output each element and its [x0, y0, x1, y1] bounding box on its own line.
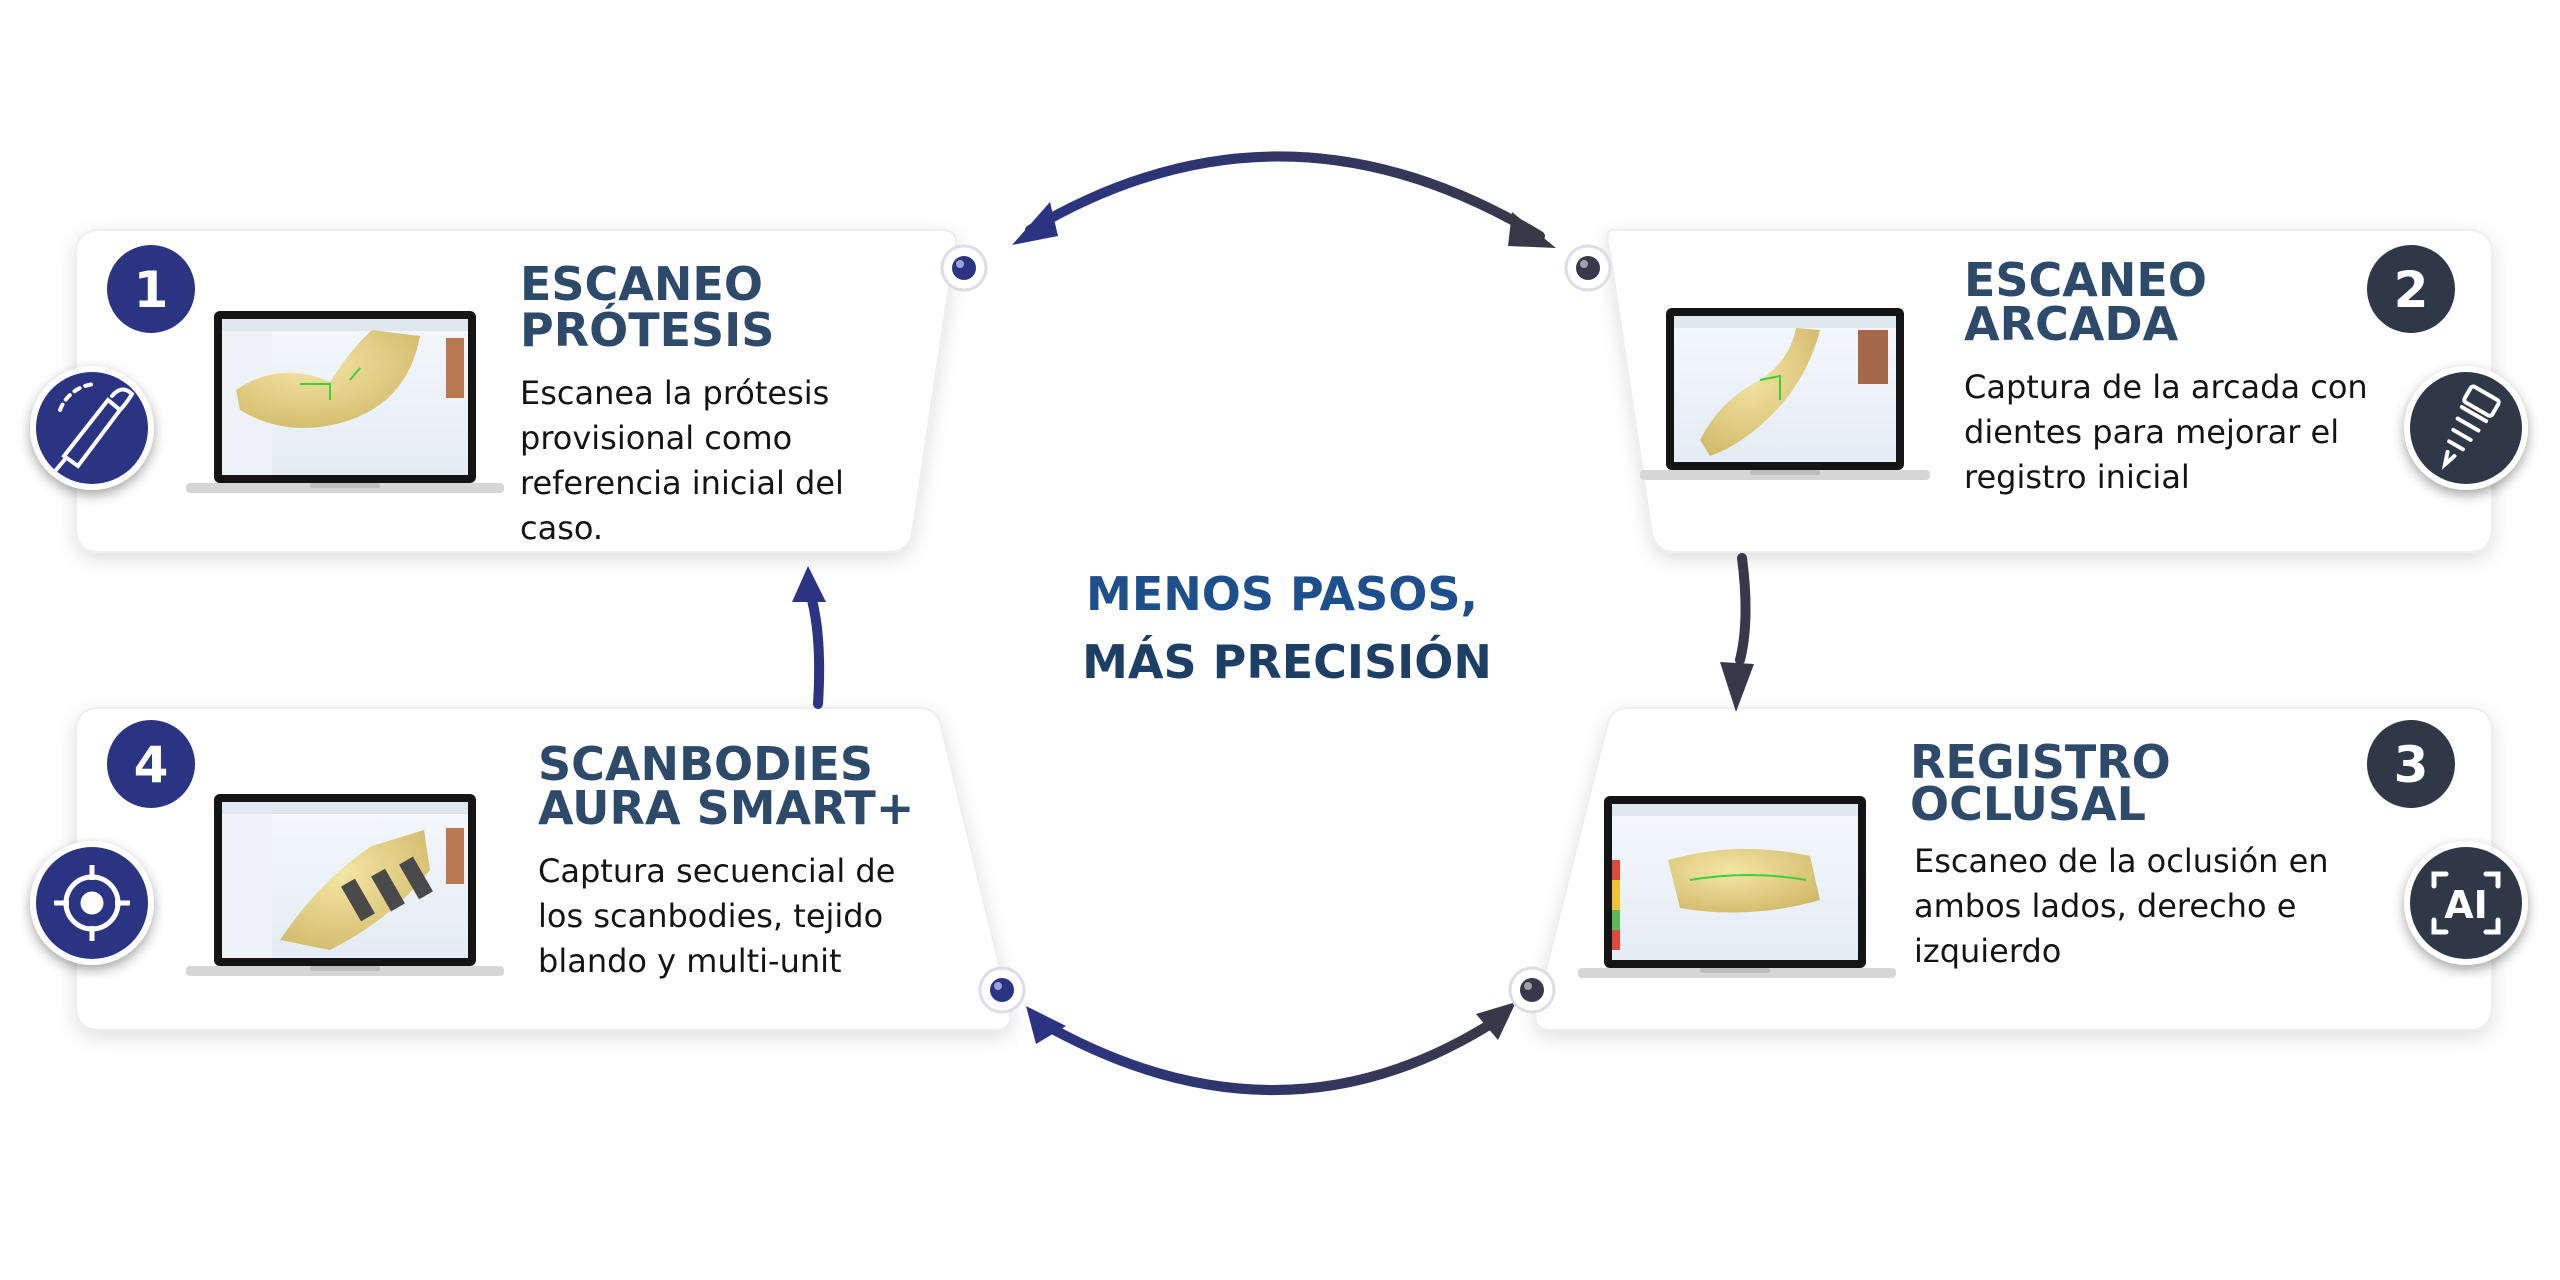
step-number-1: 1 — [134, 261, 169, 319]
step-1-desc-line-3: referencia inicial del — [520, 464, 844, 502]
step-1-title-line-2: PRÓTESIS — [520, 303, 774, 357]
step-2-desc-line-2: dientes para mejorar el — [1964, 413, 2339, 451]
step-number-3: 3 — [2394, 736, 2429, 794]
target-icon — [30, 841, 154, 965]
step-2-title-line-2: ARCADA — [1964, 297, 2179, 351]
arrow-top-arc — [1012, 151, 1556, 248]
laptop-scan-3 — [1578, 796, 1896, 978]
svg-text:AI: AI — [2444, 883, 2488, 927]
connector-dot-1 — [940, 244, 988, 292]
step-2-title-line-1: ESCANEO — [1964, 253, 2207, 307]
step-number-badge-1: 1 — [107, 245, 195, 333]
step-2-desc-line-1: Captura de la arcada con — [1964, 368, 2368, 406]
step-4-text: SCANBODIES AURA SMART+ Captura secuencia… — [538, 737, 914, 980]
step-4-title-line-1: SCANBODIES — [538, 737, 873, 791]
connector-dot-4 — [978, 966, 1026, 1014]
implant-icon — [2404, 366, 2528, 490]
badge-circle-1 — [107, 245, 195, 333]
laptop-scan-1 — [186, 311, 504, 493]
step-4-desc-line-1: Captura secuencial de — [538, 852, 895, 890]
arrow-right-down — [1720, 553, 1754, 712]
step-number-2: 2 — [2394, 261, 2429, 319]
step-number-badge-4: 4 — [107, 720, 195, 808]
arrow-left-up — [792, 566, 826, 709]
step-number-4: 4 — [134, 736, 169, 794]
step-1-desc-line-1: Escanea la prótesis — [520, 374, 829, 412]
step-1-text: ESCANEO PRÓTESIS Escanea la prótesis pro… — [520, 257, 844, 547]
step-1-desc-line-4: caso. — [520, 509, 603, 547]
step-4-desc-line-2: los scanbodies, tejido — [538, 897, 883, 935]
step-3-title-line-1: REGISTRO — [1910, 735, 2171, 789]
arrow-bottom-arc — [1026, 1002, 1516, 1095]
step-2-desc-line-3: registro inicial — [1964, 458, 2190, 496]
step-number-badge-3: 3 — [2367, 720, 2455, 808]
center-line-2: MÁS PRECISIÓN — [1082, 635, 1492, 689]
ai-icon: AI — [2404, 841, 2528, 965]
step-number-badge-2: 2 — [2367, 245, 2455, 333]
step-4-title-line-2: AURA SMART+ — [538, 781, 914, 835]
step-3-desc-line-2: ambos lados, derecho e — [1914, 887, 2296, 925]
step-3-text: REGISTRO OCLUSAL Escaneo de la oclusión … — [1910, 735, 2329, 970]
step-4-desc-line-3: blando y multi-unit — [538, 942, 842, 980]
connector-dot-2 — [1564, 244, 1612, 292]
laptop-scan-2 — [1640, 308, 1930, 480]
connector-dot-3 — [1508, 966, 1556, 1014]
step-2-text: ESCANEO ARCADA Captura de la arcada con … — [1964, 253, 2368, 496]
scanner-pen-icon — [30, 366, 154, 490]
step-1-title-line-1: ESCANEO — [520, 257, 763, 311]
center-line-1: MENOS PASOS, — [1086, 567, 1478, 621]
step-3-desc-line-1: Escaneo de la oclusión en — [1914, 842, 2329, 880]
laptop-scan-4 — [186, 794, 504, 976]
step-3-desc-line-3: izquierdo — [1914, 932, 2061, 970]
step-3-title-line-2: OCLUSAL — [1910, 777, 2146, 831]
step-1-desc-line-2: provisional como — [520, 419, 792, 457]
